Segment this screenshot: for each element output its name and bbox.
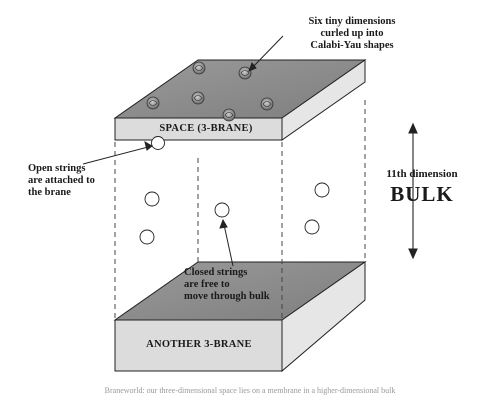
open-strings-label-line-3: the brane xyxy=(28,187,71,198)
calabi-yau-shapes xyxy=(146,61,274,122)
calabi-yau-label: Six tiny dimensions curled up into Calab… xyxy=(282,16,422,52)
open-strings-label-line-2: are attached to xyxy=(28,175,95,186)
calabi-yau-shape xyxy=(260,97,274,111)
eleventh-dimension-arrow xyxy=(408,122,418,260)
closed-strings-label-line-3: move through bulk xyxy=(184,291,270,302)
calabi-yau-shape xyxy=(192,61,206,75)
eleventh-dimension-label: 11th dimension xyxy=(386,168,458,180)
open-strings-label-line-1: Open strings xyxy=(28,163,86,174)
open-strings-label: Open strings are attached to the brane xyxy=(28,163,128,199)
closed-strings-label-line-2: are free to xyxy=(184,279,230,290)
closed-string-loop xyxy=(144,191,160,207)
calabi-yau-shape xyxy=(238,66,252,80)
bottom-slab-side-face xyxy=(281,261,366,373)
closed-strings-label-line-1: Closed strings xyxy=(184,267,248,278)
calabi-yau-shape xyxy=(146,96,160,110)
top-slab-side-face xyxy=(281,59,366,141)
closed-string-loop xyxy=(304,219,320,235)
bulk-dashed-edges xyxy=(114,100,366,320)
closed-string-loop xyxy=(214,202,230,218)
calabi-yau-label-line-3: Calabi-Yau shapes xyxy=(310,40,394,51)
calabi-yau-label-line-1: Six tiny dimensions xyxy=(308,16,396,27)
closed-string-loop xyxy=(139,229,155,245)
bottom-brane-slab xyxy=(113,261,367,373)
space-brane-label: SPACE (3-BRANE) xyxy=(159,123,253,134)
closed-string-loop xyxy=(314,182,330,198)
closed-strings-label: Closed strings are free to move through … xyxy=(184,267,294,303)
another-brane-label: ANOTHER 3-BRANE xyxy=(146,339,252,350)
calabi-yau-label-line-2: curled up into xyxy=(320,28,384,39)
top-brane-slab xyxy=(113,59,367,141)
callout-arrows xyxy=(82,35,284,267)
figure-caption: Braneworld: our three-dimensional space … xyxy=(104,386,396,395)
calabi-yau-shape xyxy=(191,91,205,105)
bulk-label: BULK xyxy=(390,182,454,206)
calabi-yau-shape xyxy=(222,108,236,122)
string-circles xyxy=(139,136,330,245)
open-string-loop xyxy=(151,136,165,150)
